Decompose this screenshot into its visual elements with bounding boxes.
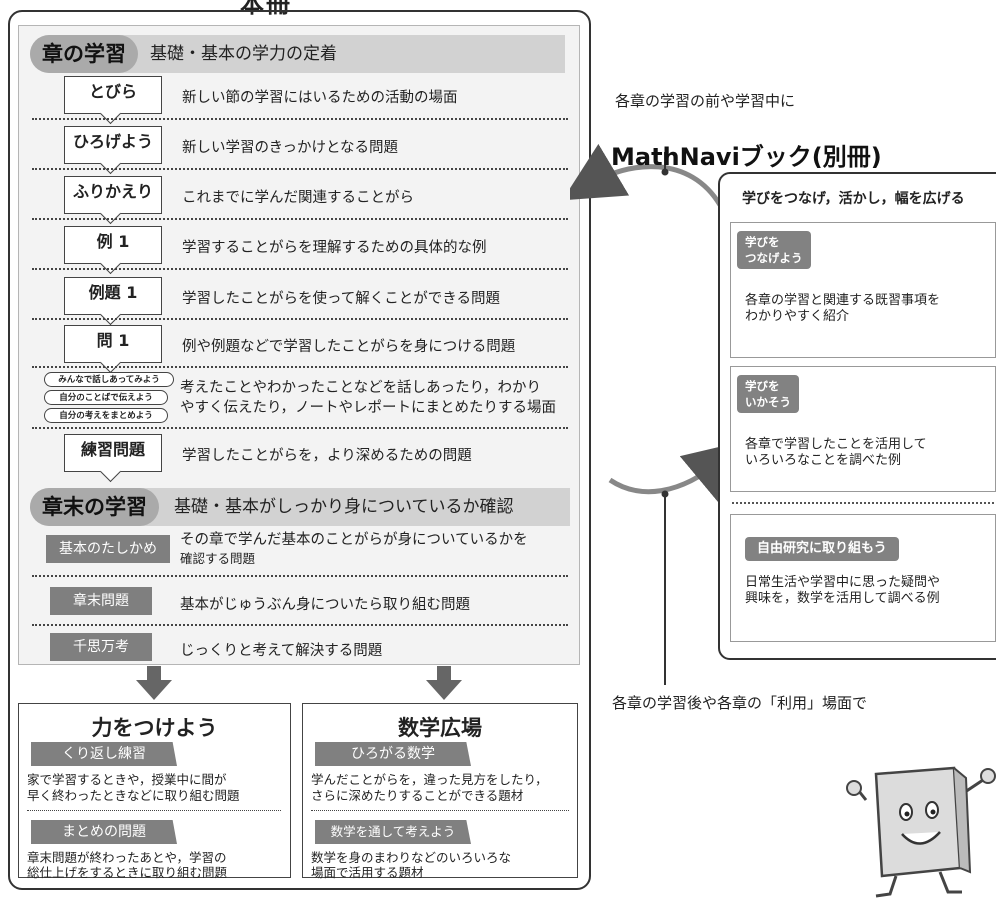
item-label-practice: 練習問題	[64, 434, 162, 472]
activity-pill-discuss: みんなで話しあってみよう	[44, 372, 174, 387]
power-desc-repeat-1: 家で学習するときや，授業中に間が	[27, 772, 227, 787]
annotation-after: 各章の学習後や各章の「利用」場面で	[612, 694, 868, 712]
main-book-title: 本冊	[240, 0, 292, 18]
item-label-furikaeri: ふりかえり	[64, 176, 162, 214]
row-divider	[32, 118, 568, 120]
row-divider	[32, 318, 568, 320]
chapter-learning-subtitle: 基礎・基本の学力の定着	[150, 44, 337, 64]
item-desc-practice: 学習したことがらを，より深めるための問題	[182, 448, 472, 464]
down-arrow-right	[426, 666, 462, 700]
item-desc-hirogeyou: 新しい学習のきっかけとなる問題	[182, 140, 399, 156]
annotation-before: 各章の学習の前や学習中に	[615, 92, 796, 110]
down-arrow-left	[136, 666, 172, 700]
power-label-repeat: くり返し練習	[31, 742, 177, 766]
item-desc-rei: 学習することがらを理解するための具体的な例	[182, 240, 487, 256]
item-desc-tobira: 新しい節の学習にはいるための活動の場面	[182, 90, 458, 106]
activity-pill-convey: 自分のことばで伝えよう	[44, 390, 168, 405]
mathnavi-tag-connect: 学びを つなげよう	[737, 231, 811, 269]
mathnavi-desc-research-2: 興味を，数学を活用して調べる例	[745, 591, 940, 606]
main-book-frame	[8, 10, 591, 890]
connector-arrows	[570, 143, 730, 685]
plaza-desc-expand-1: 学んだことがらを，違った見方をしたり，	[311, 772, 548, 787]
item-desc-furikaeri: これまでに学んだ関連することがら	[182, 190, 414, 206]
math-plaza-title: 数学広場	[398, 716, 482, 740]
end-desc-chapter-problems: 基本がじゅうぶん身についたら取り組む問題	[180, 597, 470, 613]
power-desc-summary-1: 章末問題が終わったあとや，学習の	[27, 850, 227, 865]
mathnavi-desc-research-1: 日常生活や学習中に思った疑問や	[745, 575, 941, 590]
item-label-hirogeyou: ひろげよう	[64, 126, 162, 164]
mathnavi-desc-apply-1: 各章で学習したことを活用して	[745, 437, 927, 452]
mathnavi-subtitle: 学びをつなげ，活かし，幅を広げる	[742, 191, 965, 207]
chapter-end-header: 章末の学習 基礎・基本がしっかり身についているか確認	[30, 488, 570, 526]
power-box: 力をつけよう くり返し練習 家で学習するときや，授業中に間が 早く終わったときな…	[18, 703, 291, 880]
end-desc-basic-check-2: 確認する問題	[180, 551, 256, 566]
plaza-desc-think-1: 数学を身のまわりなどのいろいろな	[311, 850, 512, 865]
tag-line: いかそう	[745, 395, 791, 409]
tag-line: つなげよう	[745, 251, 803, 265]
item-label-rei: 例 1	[64, 226, 162, 264]
chapter-learning-label: 章の学習	[30, 35, 138, 73]
power-desc-summary-2: 総仕上げをするときに取り組む問題	[27, 865, 228, 880]
end-label-chapter-problems: 章末問題	[50, 587, 152, 615]
row-divider	[32, 168, 568, 170]
chapter-end-label: 章末の学習	[30, 488, 159, 526]
plaza-label-think: 数学を通して考えよう	[315, 820, 471, 844]
book-mascot-icon	[846, 766, 996, 898]
tag-line: 学びを	[745, 379, 780, 393]
end-desc-senshi-banko: じっくりと考えて解決する問題	[180, 643, 383, 659]
power-desc-repeat-2: 早く終わったときなどに取り組む問題	[27, 788, 240, 803]
activity-desc-line1: 考えたことやわかったことなどを話しあったり，わかり	[180, 380, 542, 396]
row-divider	[27, 810, 281, 811]
mathnavi-divider	[732, 502, 994, 504]
chapter-learning-header: 章の学習 基礎・基本の学力の定着	[30, 35, 565, 73]
math-plaza-box: 数学広場 ひろがる数学 学んだことがらを，違った見方をしたり， さらに深めたりす…	[302, 703, 578, 880]
plaza-desc-think-2: 場面で活用する題材	[311, 865, 424, 880]
end-desc-basic-check-1: その章で学んだ基本のことがらが身についているかを	[180, 532, 528, 548]
power-title: 力をつけよう	[91, 716, 218, 740]
row-divider	[32, 427, 568, 429]
mathnavi-box-research: 自由研究に取り組もう 日常生活や学習中に思った疑問や 興味を，数学を活用して調べ…	[730, 514, 996, 642]
mathnavi-desc-apply-2: いろいろなことを調べた例	[745, 453, 902, 468]
tag-line: 学びを	[745, 235, 780, 249]
item-desc-reidai: 学習したことがらを使って解くことができる問題	[182, 291, 500, 307]
mathnavi-box-connect: 学びを つなげよう 各章の学習と関連する既習事項を わかりやすく紹介	[730, 222, 996, 358]
activity-pill-summarize: 自分の考えをまとめよう	[44, 408, 168, 423]
mathnavi-tag-research: 自由研究に取り組もう	[745, 537, 899, 561]
mathnavi-desc-connect-2: わかりやすく紹介	[745, 309, 850, 324]
mathnavi-box-apply: 学びを いかそう 各章で学習したことを活用して いろいろなことを調べた例	[730, 366, 996, 492]
row-divider	[311, 810, 569, 811]
mathnavi-tag-apply: 学びを いかそう	[737, 375, 799, 413]
row-divider	[32, 218, 568, 220]
mathnavi-desc-connect-1: 各章の学習と関連する既習事項を	[745, 293, 941, 308]
item-desc-toi: 例や例題などで学習したことがらを身につける問題	[182, 339, 516, 355]
row-divider	[32, 624, 568, 626]
mathnavi-title: MathNaviブック(別冊)	[611, 143, 882, 171]
power-label-summary: まとめの問題	[31, 820, 177, 844]
chapter-end-subtitle: 基礎・基本がしっかり身についているか確認	[174, 497, 514, 517]
item-label-reidai: 例題 1	[64, 277, 162, 315]
row-divider	[32, 575, 568, 577]
activity-desc-line2: やすく伝えたり，ノートやレポートにまとめたりする場面	[180, 400, 556, 416]
plaza-label-expand: ひろがる数学	[315, 742, 471, 766]
row-divider	[32, 366, 568, 368]
end-label-senshi-banko: 千思万考	[50, 633, 152, 661]
item-label-tobira: とびら	[64, 76, 162, 114]
row-divider	[32, 268, 568, 270]
item-label-toi: 問 1	[64, 325, 162, 363]
plaza-desc-expand-2: さらに深めたりすることができる題材	[311, 788, 524, 803]
end-label-basic-check: 基本のたしかめ	[46, 535, 170, 563]
